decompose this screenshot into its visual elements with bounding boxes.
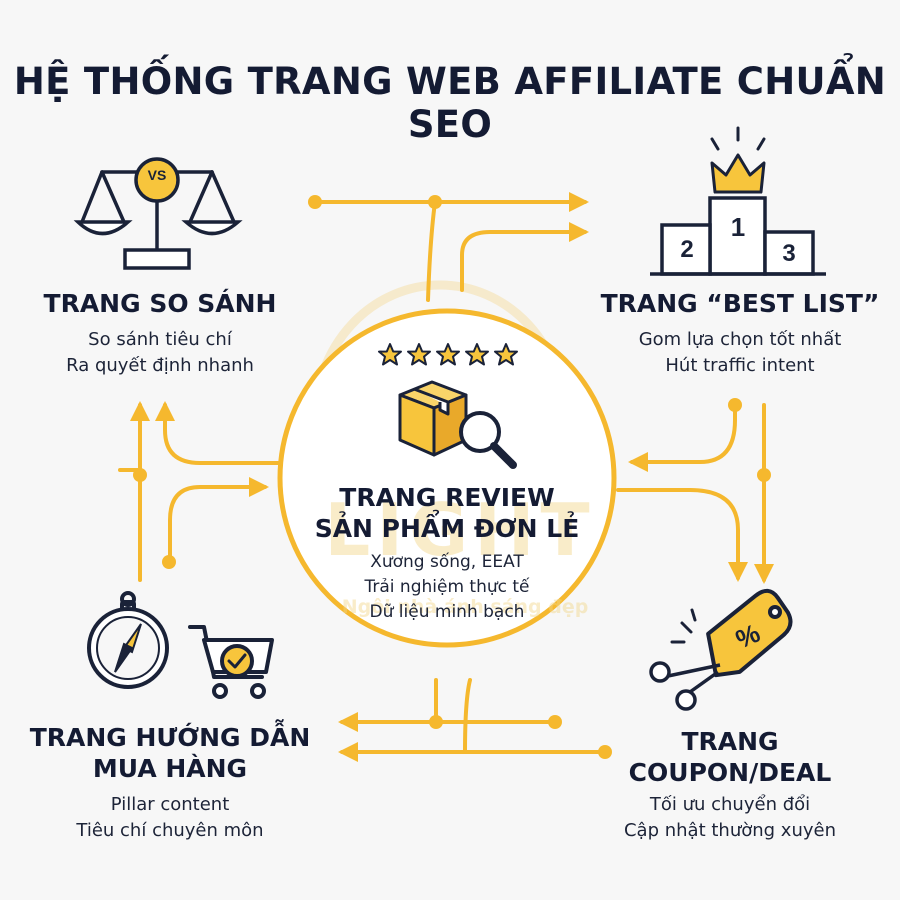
connector-left-up-2 <box>155 401 284 465</box>
review-line: Trải nghiệm thực tế <box>364 577 530 597</box>
sparkle-lines <box>710 126 766 151</box>
star-icon <box>494 343 518 366</box>
watermark-logo: LIGHT <box>324 488 596 572</box>
bestlist-line: Gom lựa chọn tốt nhất <box>638 329 842 350</box>
crown-icon <box>710 153 766 194</box>
guide-heading-line: TRANG HƯỚNG DẪN <box>29 723 311 752</box>
coupon-line: Cập nhật thường xuyên <box>623 820 836 841</box>
compare-line: Ra quyết định nhanh <box>66 355 254 376</box>
compare-desc: So sánh tiêu chí Ra quyết định nhanh <box>20 327 300 379</box>
guide-heading-line: MUA HÀNG <box>92 754 248 783</box>
compare-heading: TRANG SO SÁNH <box>43 289 277 318</box>
scales-icon <box>73 157 243 270</box>
product-box-icon <box>398 380 468 457</box>
connector-top-2 <box>426 200 437 302</box>
star-icon <box>465 343 489 366</box>
coupon-heading-line: COUPON/DEAL <box>628 758 832 787</box>
review-desc: Xương sống, EEAT Trải nghiệm thực tế Dữ … <box>297 550 597 625</box>
bestlist-desc: Gom lựa chọn tốt nhất Hút traffic intent <box>590 327 890 379</box>
guide-desc: Pillar content Tiêu chí chuyên môn <box>15 792 325 844</box>
star-icon <box>407 343 431 366</box>
magnifier-icon <box>459 411 517 469</box>
guide-line: Tiêu chí chuyên môn <box>76 820 264 841</box>
center-circle <box>277 308 617 648</box>
sparkle-lines <box>670 608 697 644</box>
compare-line: So sánh tiêu chí <box>88 329 232 350</box>
rank-2: 2 <box>680 236 694 263</box>
connector-right-1 <box>628 403 737 472</box>
rank-3: 3 <box>782 240 796 267</box>
review-heading-line: TRANG REVIEW <box>339 483 555 512</box>
compass-icon <box>87 591 169 689</box>
connector-top-3 <box>460 222 589 292</box>
coupon-heading-line: TRANG <box>681 727 779 756</box>
review-line: Xương sống, EEAT <box>370 552 524 572</box>
rating-stars <box>378 343 518 366</box>
connector-lines <box>118 192 774 762</box>
connector-dots <box>133 195 771 759</box>
connector-left-3 <box>168 477 269 562</box>
rank-1: 1 <box>730 212 746 242</box>
review-heading: TRANG REVIEW SẢN PHẨM ĐƠN LẺ <box>297 482 597 544</box>
guide-heading: TRANG HƯỚNG DẪN MUA HÀNG <box>15 722 325 784</box>
connector-bottom-4 <box>463 678 472 754</box>
star-icon <box>378 343 402 366</box>
page-title: HỆ THỐNG TRANG WEB AFFILIATE CHUẨN SEO <box>13 60 887 146</box>
watermark-tagline: Ngôi nhà ánh sáng đẹp <box>341 596 589 618</box>
bestlist-heading: TRANG “BEST LIST” <box>600 289 880 318</box>
star-icon <box>436 343 460 366</box>
podium-icon <box>650 196 826 276</box>
coupon-tag-icon <box>706 588 793 678</box>
vs-badge: VS <box>147 167 167 183</box>
bestlist-line: Hút traffic intent <box>665 355 815 376</box>
review-line: Dữ liệu minh bạch <box>369 602 525 622</box>
coupon-line: Tối ưu chuyển đổi <box>649 794 811 815</box>
coupon-desc: Tối ưu chuyển đổi Cập nhật thường xuyên <box>580 792 880 844</box>
coupon-heading: TRANG COUPON/DEAL <box>580 726 880 788</box>
scissors-icon <box>649 661 721 711</box>
review-heading-line: SẢN PHẨM ĐƠN LẺ <box>314 514 580 543</box>
guide-line: Pillar content <box>110 794 230 815</box>
connector-right-3 <box>616 488 748 582</box>
cart-icon <box>188 625 274 699</box>
